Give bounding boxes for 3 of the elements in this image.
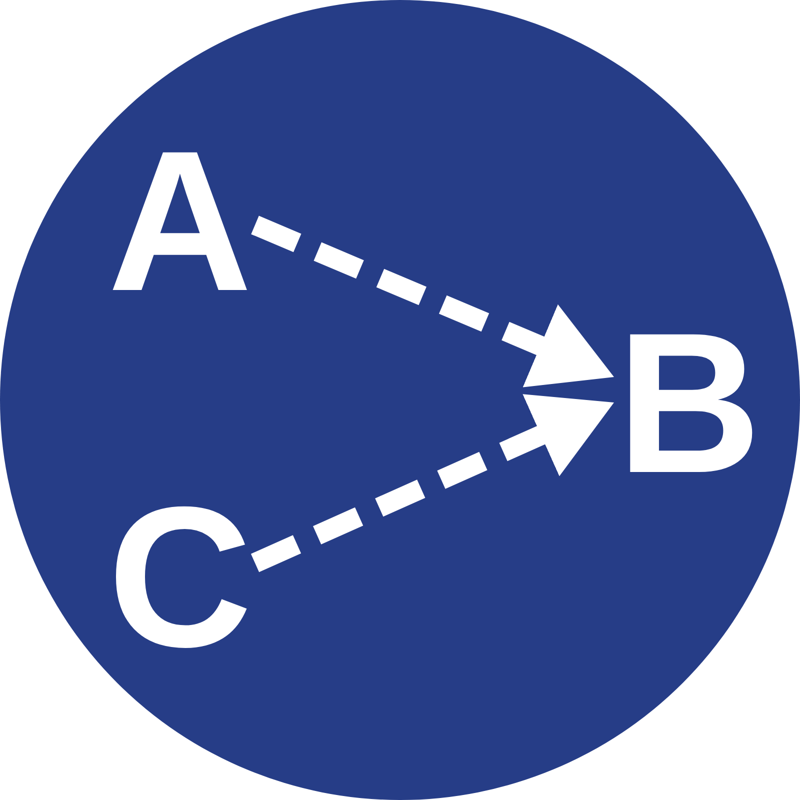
letter-label: C <box>105 503 255 653</box>
letter-label: B <box>614 329 764 479</box>
letter-label: A <box>105 147 255 297</box>
